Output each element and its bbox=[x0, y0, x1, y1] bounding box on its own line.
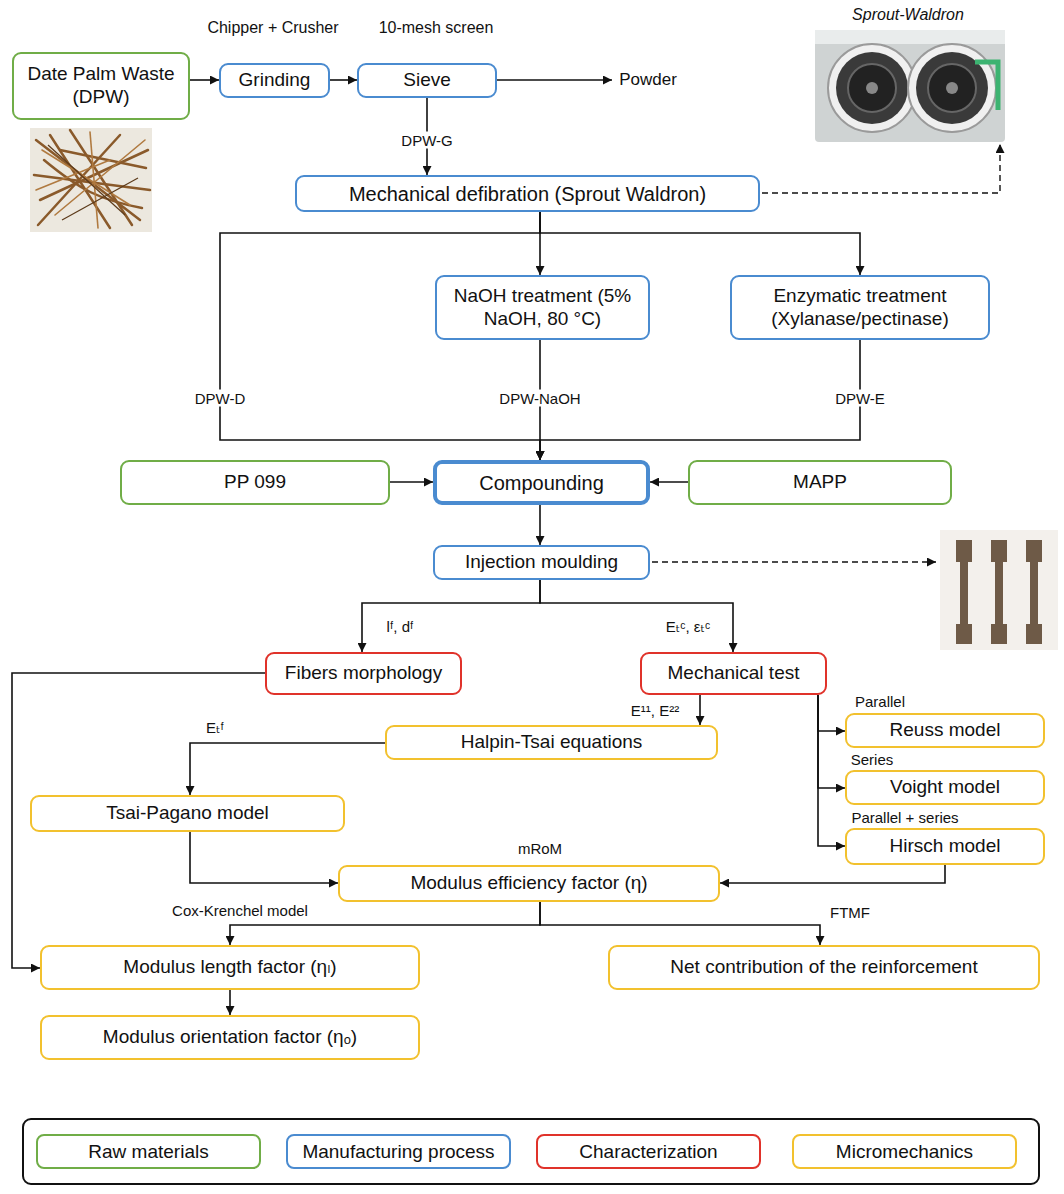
specimen-photo bbox=[940, 530, 1058, 650]
micromechanics-box: Modulus length factor (ηₗ) bbox=[40, 945, 420, 990]
dashed-leader bbox=[652, 561, 936, 562]
micromechanics-box: Halpin-Tsai equations bbox=[385, 725, 718, 760]
connector-arrow bbox=[818, 695, 845, 788]
legend-swatch: Manufacturing process bbox=[286, 1134, 511, 1169]
connector-arrow bbox=[362, 580, 540, 652]
annotation-label: Powder bbox=[619, 70, 677, 90]
powder-arrow bbox=[497, 79, 612, 81]
micromechanics-box: Modulus efficiency factor (η) bbox=[338, 865, 720, 902]
micromechanics-box: Reuss model bbox=[845, 713, 1045, 748]
legend-swatch: Raw materials bbox=[36, 1134, 261, 1169]
legend-text: Micromechanics bbox=[836, 1141, 973, 1163]
micromechanics-box: Net contribution of the reinforcement bbox=[608, 945, 1040, 990]
process-box: Sieve bbox=[357, 63, 497, 98]
characterization-box: Fibers morphology bbox=[265, 652, 462, 695]
node-text: Halpin-Tsai equations bbox=[461, 731, 643, 754]
edge-label: Parallel bbox=[852, 693, 908, 710]
connector-arrow bbox=[229, 990, 231, 1015]
connector-arrow bbox=[720, 865, 945, 883]
node-text: Modulus orientation factor (ηₒ) bbox=[103, 1026, 357, 1049]
node-text: Modulus length factor (ηₗ) bbox=[123, 956, 336, 979]
node-text: Voight model bbox=[890, 776, 1000, 799]
connector-arrow bbox=[190, 832, 338, 883]
connector-arrow bbox=[650, 481, 688, 483]
node-text: Mechanical defibration (Sprout Waldron) bbox=[349, 182, 706, 206]
micromechanics-box: Tsai-Pagano model bbox=[30, 795, 345, 832]
fiber-photo bbox=[30, 128, 152, 232]
micromechanics-box: Voight model bbox=[845, 770, 1045, 805]
node-text: Modulus efficiency factor (η) bbox=[410, 872, 647, 895]
annotation-label: 10-mesh screen bbox=[379, 19, 494, 37]
edge-label: DPW-NaOH bbox=[496, 390, 583, 407]
node-text: Compounding bbox=[479, 471, 604, 495]
node-text: Fibers morphology bbox=[285, 662, 442, 685]
micromechanics-box: Hirsch model bbox=[845, 828, 1045, 865]
connector-arrow bbox=[540, 902, 820, 945]
legend-text: Raw materials bbox=[88, 1141, 208, 1163]
connector-arrow bbox=[190, 79, 219, 81]
connector-arrow bbox=[390, 481, 433, 483]
edge-label: Series bbox=[848, 751, 897, 768]
node-text: Enzymatic treatment (Xylanase/pectinase) bbox=[753, 285, 968, 331]
edge-label: Parallel + series bbox=[848, 809, 961, 826]
process-box: Mechanical defibration (Sprout Waldron) bbox=[295, 175, 760, 212]
annotation-label: Sprout-Waldron bbox=[852, 6, 964, 24]
process-box: Injection moulding bbox=[433, 545, 650, 580]
raw-material-box: Date Palm Waste (DPW) bbox=[12, 52, 190, 120]
edge-label: DPW-G bbox=[398, 132, 455, 149]
process-box: Compounding bbox=[433, 460, 650, 505]
node-text: Sieve bbox=[403, 69, 451, 92]
connector-arrow bbox=[818, 695, 845, 846]
connector-arrow bbox=[540, 212, 860, 275]
connector-arrow bbox=[190, 743, 385, 795]
node-text: NaOH treatment (5% NaOH, 80 °C) bbox=[454, 285, 632, 331]
node-text: MAPP bbox=[793, 471, 847, 494]
raw-material-box: PP 099 bbox=[120, 460, 390, 505]
edge-label: DPW-D bbox=[192, 390, 249, 407]
node-text: Tsai-Pagano model bbox=[106, 802, 269, 825]
legend-swatch: Micromechanics bbox=[792, 1134, 1017, 1169]
connector-arrow bbox=[818, 695, 845, 731]
characterization-box: Mechanical test bbox=[640, 652, 827, 695]
legend-frame: Raw materials Manufacturing process Charac… bbox=[22, 1118, 1040, 1185]
node-text: Net contribution of the reinforcement bbox=[670, 956, 977, 979]
edge-label: E¹¹, E²² bbox=[628, 702, 682, 719]
process-box: NaOH treatment (5% NaOH, 80 °C) bbox=[435, 275, 650, 340]
edge-label: lᶠ, dᶠ bbox=[384, 618, 417, 635]
edge-label: DPW-E bbox=[832, 390, 888, 407]
connector-arrow bbox=[539, 505, 541, 545]
sprout-waldron-photo bbox=[815, 30, 1005, 142]
node-text: Mechanical test bbox=[667, 662, 799, 685]
edge-label: Cox-Krenchel model bbox=[169, 902, 311, 919]
legend-text: Characterization bbox=[579, 1141, 717, 1163]
connector-arrow bbox=[540, 340, 860, 460]
node-text: Grinding bbox=[239, 69, 311, 92]
connector-arrow bbox=[699, 695, 701, 725]
edge-label: Eₜᶜ, εₜᶜ bbox=[663, 618, 714, 635]
connector-arrow bbox=[330, 79, 357, 81]
connector-arrow bbox=[540, 580, 733, 652]
dashed-leader bbox=[762, 144, 1000, 193]
node-text: Date Palm Waste (DPW) bbox=[21, 63, 181, 109]
annotation-label: mRoM bbox=[518, 840, 562, 857]
node-text: Reuss model bbox=[890, 719, 1001, 742]
micromechanics-box: Modulus orientation factor (ηₒ) bbox=[40, 1015, 420, 1060]
legend-swatch: Characterization bbox=[536, 1134, 761, 1169]
node-text: PP 099 bbox=[224, 471, 286, 494]
node-text: Hirsch model bbox=[890, 835, 1001, 858]
annotation-label: Chipper + Crusher bbox=[207, 19, 338, 37]
edge-label: FTMF bbox=[827, 904, 873, 921]
process-box: Enzymatic treatment (Xylanase/pectinase) bbox=[730, 275, 990, 340]
process-box: Grinding bbox=[219, 63, 330, 98]
raw-material-box: MAPP bbox=[688, 460, 952, 505]
legend-text: Manufacturing process bbox=[302, 1141, 494, 1163]
edge-label: Eₜᶠ bbox=[203, 719, 227, 736]
node-text: Injection moulding bbox=[465, 551, 618, 574]
